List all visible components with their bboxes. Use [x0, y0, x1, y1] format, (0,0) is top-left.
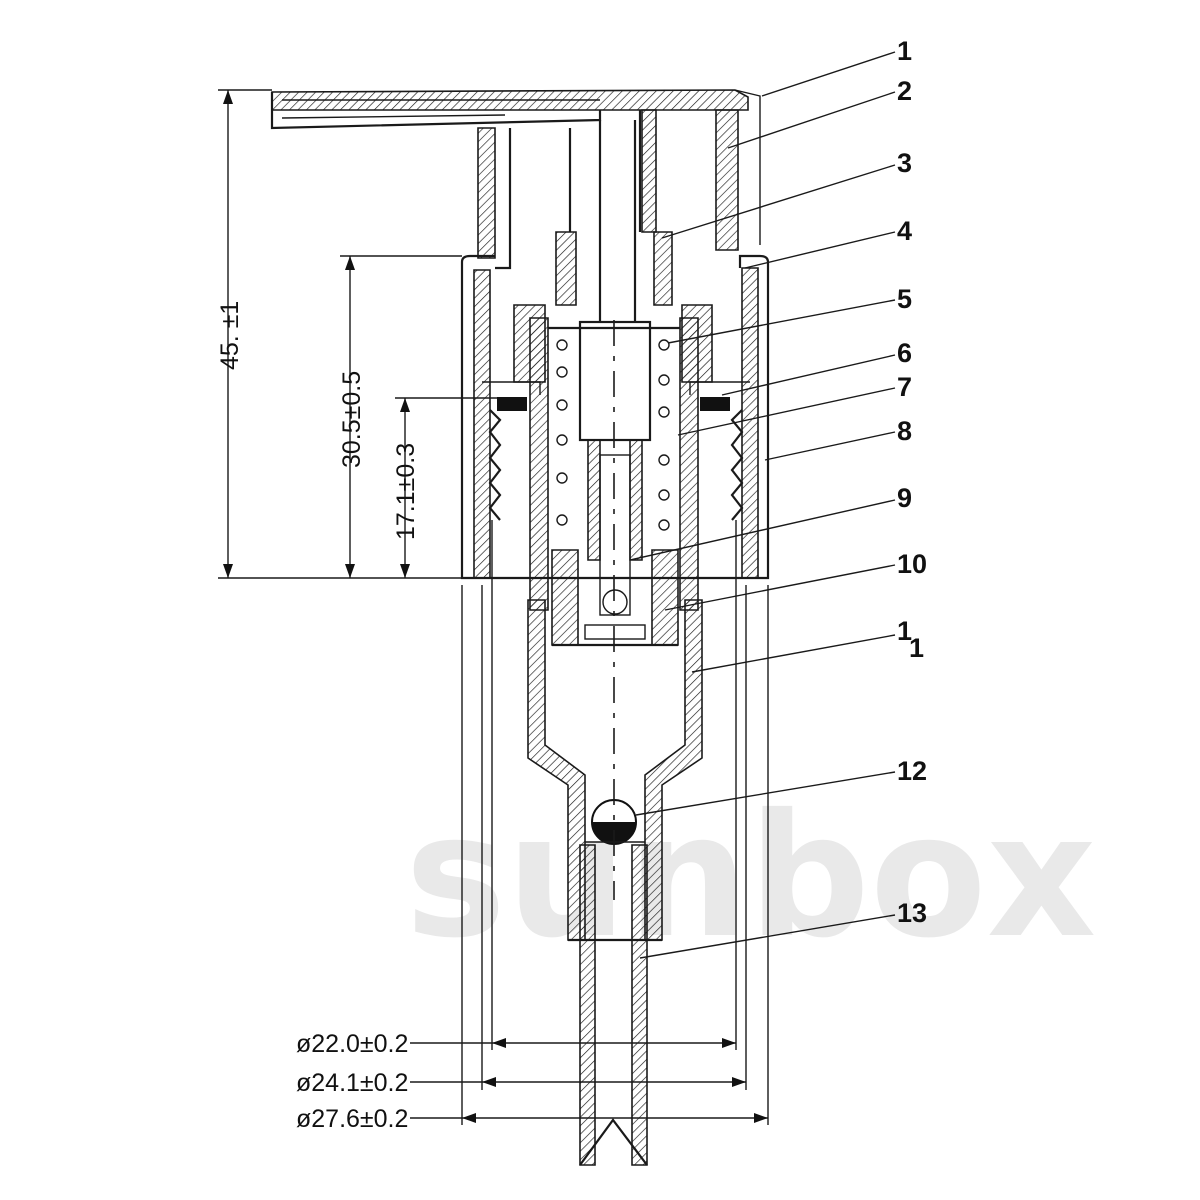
vertical-dimensions [218, 89, 497, 579]
leader-lines [629, 51, 896, 959]
dim-thread-root-diameter: ø22.0±0.2 [296, 1030, 408, 1058]
dim-thread-height: 17.1±0.3 [392, 443, 420, 540]
dim-total-height: 45. ±1 [216, 301, 244, 370]
part-label-2: 2 [897, 76, 912, 106]
dim-outer-diameter: ø27.6±0.2 [296, 1105, 408, 1133]
vertical-dimension-labels: 45. ±1 30.5±0.5 17.1±0.3 [216, 301, 420, 540]
part-label-10: 10 [897, 549, 927, 579]
part-labels: 1 2 3 4 5 6 7 8 9 10 1 1 12 13 [897, 36, 927, 928]
diameter-dimensions [410, 520, 769, 1125]
pump-body [270, 89, 770, 1166]
dim-closure-height: 30.5±0.5 [338, 371, 366, 468]
part-label-1: 1 [897, 36, 912, 66]
part-label-12: 12 [897, 756, 927, 786]
part-label-4: 4 [897, 216, 912, 246]
part-label-11-b: 1 [909, 633, 924, 663]
part-label-3: 3 [897, 148, 912, 178]
diameter-dimension-labels: ø22.0±0.2 ø24.1±0.2 ø27.6±0.2 [296, 1030, 408, 1133]
spring [556, 339, 670, 531]
part-label-5: 5 [897, 284, 912, 314]
dim-thread-crest-diameter: ø24.1±0.2 [296, 1069, 408, 1097]
part-label-9: 9 [897, 483, 912, 513]
part-label-13: 13 [897, 898, 927, 928]
part-label-11-a: 1 [897, 616, 912, 646]
watermark-text: sunbox [405, 778, 1096, 976]
part-label-6: 6 [897, 338, 912, 368]
part-label-8: 8 [897, 416, 912, 446]
part-label-7: 7 [897, 372, 912, 402]
